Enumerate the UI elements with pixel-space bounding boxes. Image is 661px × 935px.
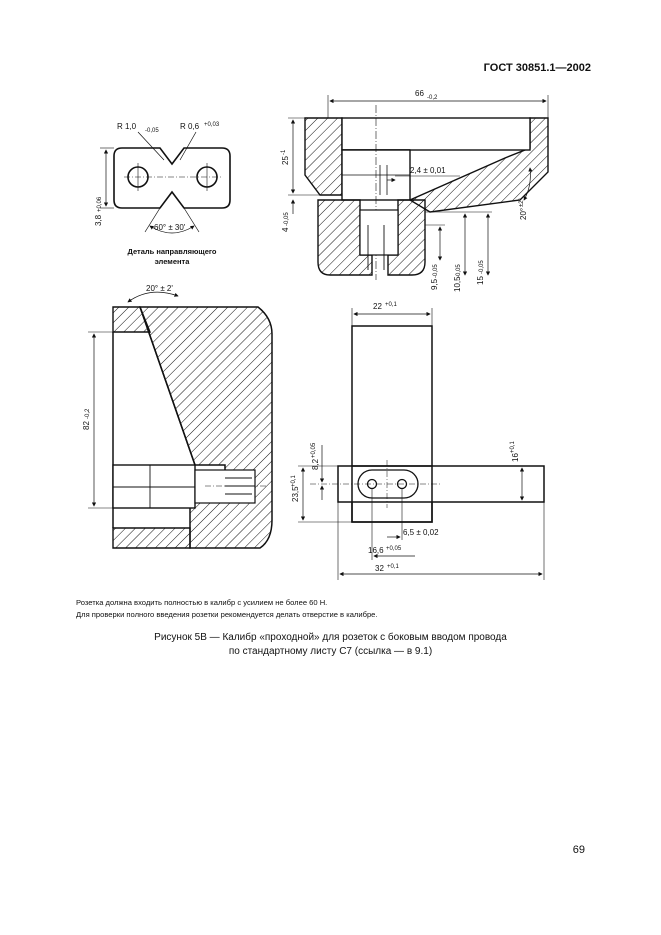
- top-angle: 20°: [519, 208, 528, 220]
- br-pin-span-tol: +0,05: [386, 546, 402, 552]
- br-left-height: 23,5: [291, 486, 300, 502]
- top-d1-tol: -0,05: [433, 264, 439, 278]
- top-d2-tol: -0,05: [456, 264, 462, 278]
- br-top-width: 22: [373, 302, 382, 311]
- figure-caption-line-2: по стандартному листу С7 (ссылка — в 9.1…: [228, 646, 433, 657]
- detail-label-line2: элемента: [155, 257, 191, 266]
- bl-height-tol: -0,2: [85, 408, 91, 419]
- br-right-height: 16: [511, 453, 520, 462]
- top-d3: 15: [476, 276, 485, 285]
- bottom-left-view: 20° ± 2' 82 -0,2: [82, 284, 273, 549]
- detail-label-line1: Деталь направляющего: [128, 247, 217, 256]
- br-pin-span: 16,6: [368, 546, 384, 555]
- detail-r1: R 1,0: [117, 122, 137, 131]
- br-left-height-tol: +0,1: [291, 474, 297, 487]
- br-top-width-tol: +0,1: [385, 302, 398, 308]
- detail-r2: R 0,6: [180, 122, 200, 131]
- top-right-view: 66 -0,2 25 -1 2,4 ± 0,01 4 -0,05 9,5 -0,…: [281, 89, 549, 292]
- top-height: 25: [281, 156, 290, 165]
- bl-angle: 20° ± 2': [146, 284, 173, 293]
- top-d1: 9,5: [430, 278, 439, 290]
- br-pin-offset: 6,5 ± 0,02: [403, 528, 439, 537]
- page-number: 69: [572, 844, 585, 856]
- top-angle-tol: ±2°: [519, 197, 525, 207]
- br-small-height-tol: +0,05: [311, 442, 317, 458]
- detail-view: R 1,0 -0,05 R 0,6 +0,03 60° ± 30' 3,8 +0…: [94, 122, 231, 266]
- top-offset: 2,4 ± 0,01: [410, 166, 446, 175]
- detail-height: 3,8: [94, 214, 103, 226]
- note-line-1: Розетка должна входить полностью в калиб…: [76, 598, 328, 607]
- bl-height: 82: [82, 421, 91, 430]
- br-right-height-tol: +0,1: [510, 440, 516, 453]
- document-number: ГОСТ 30851.1—2002: [483, 62, 591, 74]
- detail-angle: 60° ± 30': [154, 223, 186, 232]
- top-height-tol: -1: [281, 149, 287, 155]
- top-depth: 4: [281, 227, 290, 232]
- note-line-2: Для проверки полного введения розетки ре…: [76, 610, 378, 619]
- top-width-tol: -0,2: [427, 95, 438, 101]
- detail-height-tol: +0,06: [97, 196, 103, 212]
- bottom-right-view: 22 +0,1 16 +0,1 8,2 +0,05 23,5 +0,1 6,5 …: [291, 302, 545, 580]
- br-bottom-width-tol: +0,1: [387, 564, 400, 570]
- top-d3-tol: -0,05: [479, 260, 485, 274]
- top-d2: 10,5: [453, 276, 462, 292]
- detail-r2-tol: +0,03: [204, 122, 220, 128]
- figure-caption-line-1: Рисунок 5В — Калибр «проходной» для розе…: [154, 632, 507, 643]
- br-bottom-width: 32: [375, 564, 384, 573]
- detail-r1-tol: -0,05: [145, 128, 159, 134]
- top-width: 66: [415, 89, 424, 98]
- top-depth-tol: -0,05: [284, 212, 290, 226]
- br-small-height: 8,2: [311, 458, 320, 470]
